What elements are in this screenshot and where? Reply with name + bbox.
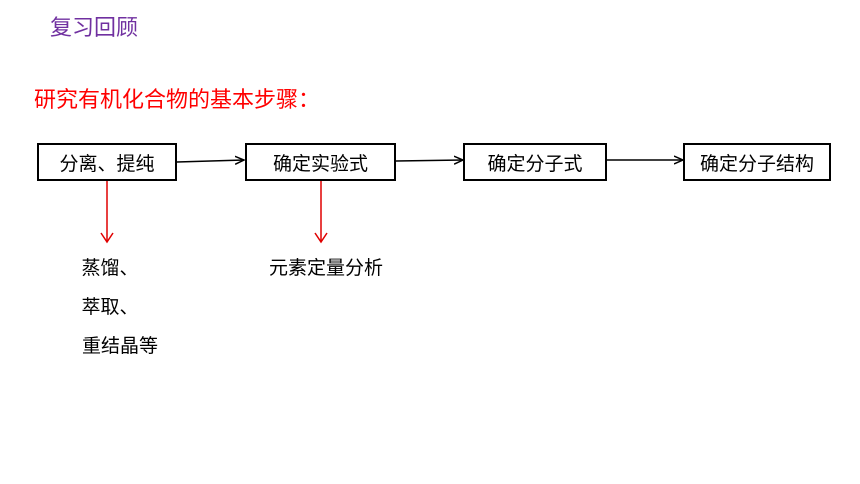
note-extraction: 萃取、 xyxy=(81,296,139,318)
note-recrystallization: 重结晶等 xyxy=(81,335,158,357)
arrow-step2-down-head xyxy=(314,232,328,244)
note-distillation: 蒸馏、 xyxy=(81,257,139,279)
arrow-step1-to-step2 xyxy=(176,160,244,162)
step-box-empirical-formula: 确定实验式 xyxy=(245,143,396,181)
section-heading: 研究有机化合物的基本步骤： xyxy=(34,88,321,113)
step-box-separation: 分离、提纯 xyxy=(37,143,177,181)
step-box-molecular-structure: 确定分子结构 xyxy=(683,143,831,181)
arrow-step2-to-step3 xyxy=(395,160,463,161)
note-elemental-analysis: 元素定量分析 xyxy=(268,257,383,279)
arrow-step1-down-head xyxy=(100,232,114,244)
page-title: 复习回顾 xyxy=(50,16,139,41)
step-box-molecular-formula: 确定分子式 xyxy=(463,143,607,181)
